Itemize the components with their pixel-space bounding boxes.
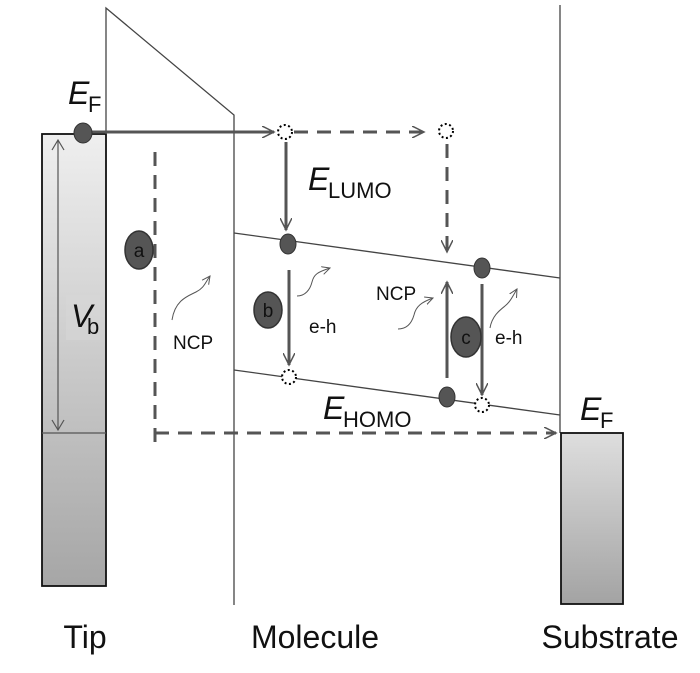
region-label-substrate: Substrate xyxy=(542,619,679,655)
process-marker-c: c xyxy=(450,316,482,358)
homo-hole-c xyxy=(474,397,490,413)
process-marker-a: a xyxy=(124,230,154,270)
process-marker-b: b xyxy=(253,291,283,329)
homo-main: E xyxy=(323,390,345,426)
ncp-label-a: NCP xyxy=(173,333,213,354)
substrate-fermi-main: E xyxy=(580,391,602,427)
tip-fermi-main: E xyxy=(68,75,90,111)
barrier-outline xyxy=(105,6,235,605)
lumo-electron-c xyxy=(473,257,491,279)
bias-arrow-head-down xyxy=(51,419,65,432)
lumo-electron-b xyxy=(279,233,297,255)
photon-squiggle-a xyxy=(171,276,210,321)
homo-label: E HOMO xyxy=(323,390,411,432)
eh-label-c: e-h xyxy=(495,328,522,349)
ncp-label-c: NCP xyxy=(376,284,416,305)
tip-electrode xyxy=(41,133,107,587)
lumo-main: E xyxy=(308,161,330,197)
bias-sub: b xyxy=(87,314,99,339)
photon-squiggle-c-eh xyxy=(489,289,517,329)
tunnel-barrier xyxy=(105,6,235,605)
substrate-fermi-label: E F xyxy=(580,391,613,433)
marker-a-label: a xyxy=(134,241,145,262)
bias-label: V b xyxy=(71,298,99,339)
homo-hole-b xyxy=(281,369,297,385)
empty-state-1 xyxy=(277,124,293,140)
eh-label-b: e-h xyxy=(309,317,336,338)
lumo-label: E LUMO xyxy=(308,161,392,203)
tip-fermi-label: E F xyxy=(68,75,101,117)
bias-label-bg xyxy=(66,295,100,340)
tip-fermi-electron xyxy=(73,122,93,144)
photon-squiggle-b xyxy=(296,268,330,297)
homo-sub: HOMO xyxy=(343,407,411,432)
region-label-tip: Tip xyxy=(63,619,106,655)
tip-block xyxy=(41,133,107,587)
substrate-fermi-sub: F xyxy=(600,408,613,433)
lumo-sub: LUMO xyxy=(328,178,392,203)
bias-arrow-head-up xyxy=(51,138,65,151)
region-label-molecule: Molecule xyxy=(251,619,379,655)
marker-b-label: b xyxy=(263,301,274,322)
empty-state-2 xyxy=(438,123,454,139)
photon-squiggle-c-ncp xyxy=(397,298,433,330)
bias-main: V xyxy=(71,298,95,334)
tip-fermi-sub: F xyxy=(88,92,101,117)
marker-c-label: c xyxy=(461,328,471,349)
substrate-electrode xyxy=(560,432,624,605)
homo-electron-c xyxy=(438,386,456,408)
